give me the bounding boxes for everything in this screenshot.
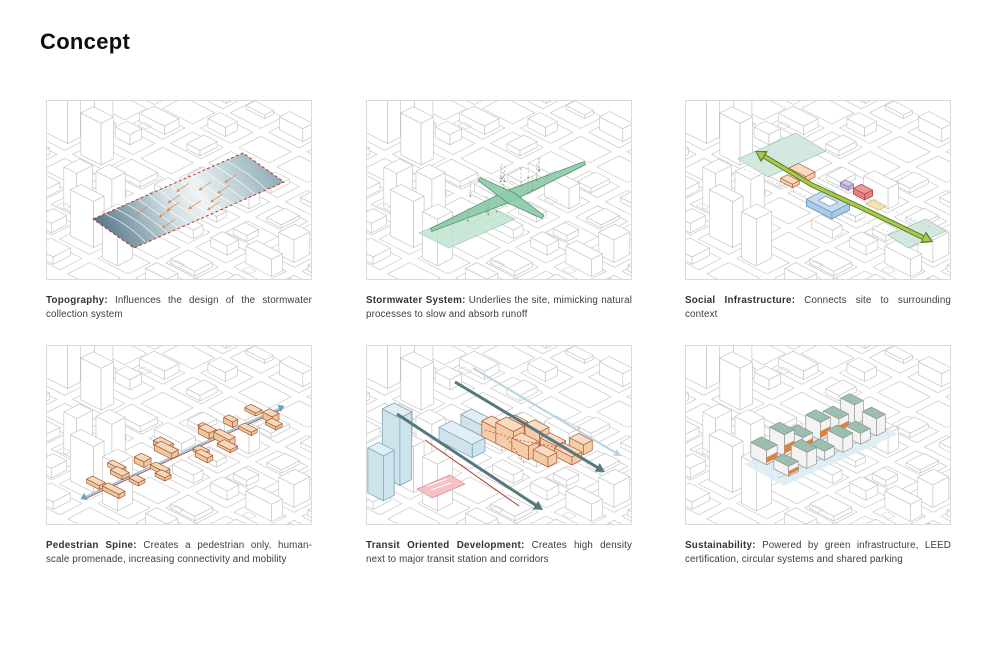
sustainability-diagram (686, 346, 950, 524)
stormwater-diagram (367, 101, 631, 279)
topography-overlay (92, 152, 285, 249)
stormwater-caption: Stormwater System: Underlies the site, m… (366, 294, 632, 321)
sustainability-overlay (744, 393, 898, 486)
transit-caption: Transit Oriented Development: Creates hi… (366, 539, 632, 566)
caption-body: Connects site to surrounding context (685, 295, 951, 320)
social-infrastructure-diagram (686, 101, 950, 279)
caption-lead: Stormwater System: (366, 295, 466, 306)
caption-body: Creates high density next to major trans… (366, 540, 632, 565)
caption-lead: Sustainability: (685, 540, 756, 551)
sustainability-frame (685, 345, 951, 525)
caption-lead: Topography: (46, 295, 108, 306)
stormwater-frame (366, 100, 632, 280)
panel-sustainability: Sustainability: Powered by green infrast… (685, 345, 951, 566)
social-frame (685, 100, 951, 280)
topography-caption: Topography: Influences the design of the… (46, 294, 312, 321)
panel-pedestrian-spine: Pedestrian Spine: Creates a pedestrian o… (46, 345, 312, 566)
stormwater-overlay (418, 157, 587, 249)
panel-social-infrastructure: Social Infrastructure: Connects site to … (685, 100, 951, 321)
caption-lead: Transit Oriented Development: (366, 540, 525, 551)
pedestrian-overlay (80, 403, 285, 501)
caption-body: Creates a pedestrian only, human-scale p… (46, 540, 312, 565)
panel-transit-oriented-development: Transit Oriented Development: Creates hi… (366, 345, 632, 566)
caption-lead: Social Infrastructure: (685, 295, 796, 306)
transit-overlay (367, 367, 621, 510)
caption-body: Influences the design of the stormwater … (46, 295, 312, 320)
topography-frame (46, 100, 312, 280)
caption-body: Powered by green infrastructure, LEED ce… (685, 540, 951, 565)
city-linework (47, 346, 311, 524)
transit-frame (366, 345, 632, 525)
pedestrian-caption: Pedestrian Spine: Creates a pedestrian o… (46, 539, 312, 566)
topography-diagram (47, 101, 311, 279)
transit-diagram (367, 346, 631, 524)
pedestrian-spine-diagram (47, 346, 311, 524)
caption-lead: Pedestrian Spine: (46, 540, 137, 551)
social-overlay (737, 132, 947, 249)
panel-stormwater: Stormwater System: Underlies the site, m… (366, 100, 632, 321)
page-title: Concept (40, 29, 131, 54)
sustainability-caption: Sustainability: Powered by green infrast… (685, 539, 951, 566)
panel-topography: Topography: Influences the design of the… (46, 100, 312, 321)
caption-body: Underlies the site, mimicking natural pr… (366, 295, 632, 320)
pedestrian-frame (46, 345, 312, 525)
social-caption: Social Infrastructure: Connects site to … (685, 294, 951, 321)
